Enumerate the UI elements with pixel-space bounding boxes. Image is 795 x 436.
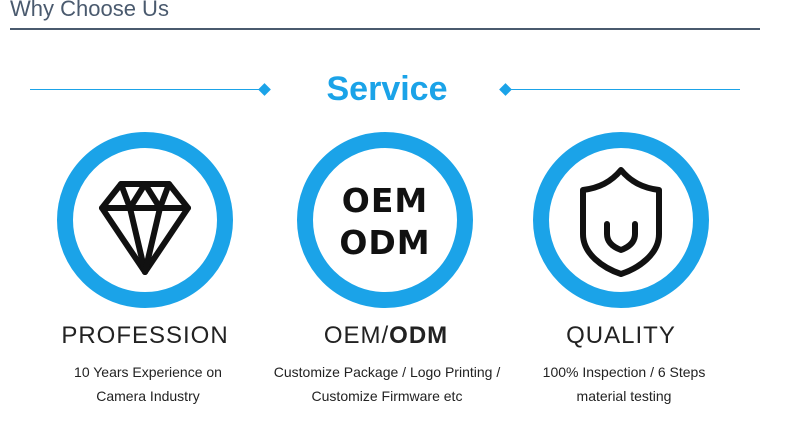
feature-desc-line: 100% Inspection / 6 Steps [542, 364, 706, 380]
feature-title-part: OEM/ [323, 322, 390, 349]
feature-desc-line: Camera Industry [96, 388, 200, 404]
section-divider [10, 28, 760, 30]
feature-desc-oem-odm: Customize Package / Logo Printing / Cust… [257, 360, 517, 408]
feature-oem-odm-ring: OEM ODM [297, 132, 473, 308]
feature-title-profession: PROFESSION [61, 322, 229, 349]
feature-quality-ring [533, 132, 709, 308]
diamond-icon [99, 181, 191, 275]
feature-desc-line: material testing [576, 388, 672, 404]
oem-icon-text: OEM [341, 181, 429, 220]
odm-icon-text: ODM [339, 223, 431, 262]
feature-title-oem-odm: OEM/ODM [266, 322, 506, 350]
banner-diamond-left [258, 83, 271, 96]
shield-icon [580, 167, 662, 277]
banner-line-left [30, 89, 262, 90]
feature-title-quality: QUALITY [566, 322, 676, 349]
feature-profession-ring [57, 132, 233, 308]
feature-desc-line: 10 Years Experience on [74, 364, 222, 380]
feature-title-part: ODM [389, 322, 449, 349]
feature-desc-quality: 100% Inspection / 6 Steps material testi… [494, 360, 754, 408]
feature-desc-line: Customize Package / Logo Printing / [273, 364, 501, 380]
feature-desc-line: Customize Firmware etc [311, 388, 463, 404]
banner-line-right [508, 89, 740, 90]
section-title: Why Choose Us [10, 0, 169, 21]
feature-desc-profession: 10 Years Experience on Camera Industry [18, 360, 278, 408]
banner-title: Service [326, 70, 448, 108]
